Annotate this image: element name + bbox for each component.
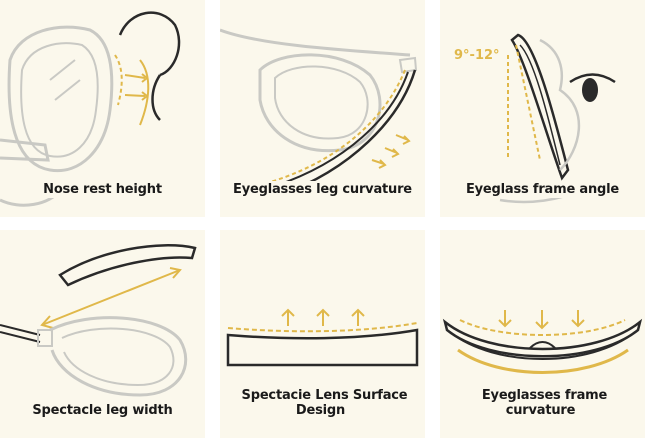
- caption-leg-curvature: Eyeglasses leg curvature: [220, 181, 425, 198]
- panel-frame-angle: 9°-12° Eyeglass frame angle: [440, 0, 645, 217]
- lens-surface-illustration: [226, 308, 419, 367]
- panel-frame-curvature: Eyeglasses frame curvature: [440, 230, 645, 438]
- nose-rest-illustration: [0, 11, 181, 207]
- caption-leg-width: Spectacle leg width: [0, 402, 205, 419]
- panel-leg-width: Spectacle leg width: [0, 230, 205, 438]
- angle-label: 9°-12°: [454, 48, 500, 63]
- panel-nose-rest-height: Nose rest height: [0, 0, 205, 217]
- caption-frame-curvature: Eyeglasses frame curvature: [440, 387, 645, 419]
- eye-icon: [582, 78, 598, 102]
- panel-leg-curvature: Eyeglasses leg curvature: [220, 0, 425, 217]
- caption-frame-angle: Eyeglass frame angle: [440, 181, 645, 198]
- leg-width-illustration: [0, 244, 197, 397]
- caption-nose-rest-height: Nose rest height: [0, 181, 205, 198]
- leg-curvature-illustration: [220, 28, 418, 197]
- caption-lens-surface: Spectacie Lens Surface Design: [220, 387, 425, 419]
- frame-curvature-illustration: [442, 310, 643, 374]
- panel-lens-surface: Spectacie Lens Surface Design: [220, 230, 425, 438]
